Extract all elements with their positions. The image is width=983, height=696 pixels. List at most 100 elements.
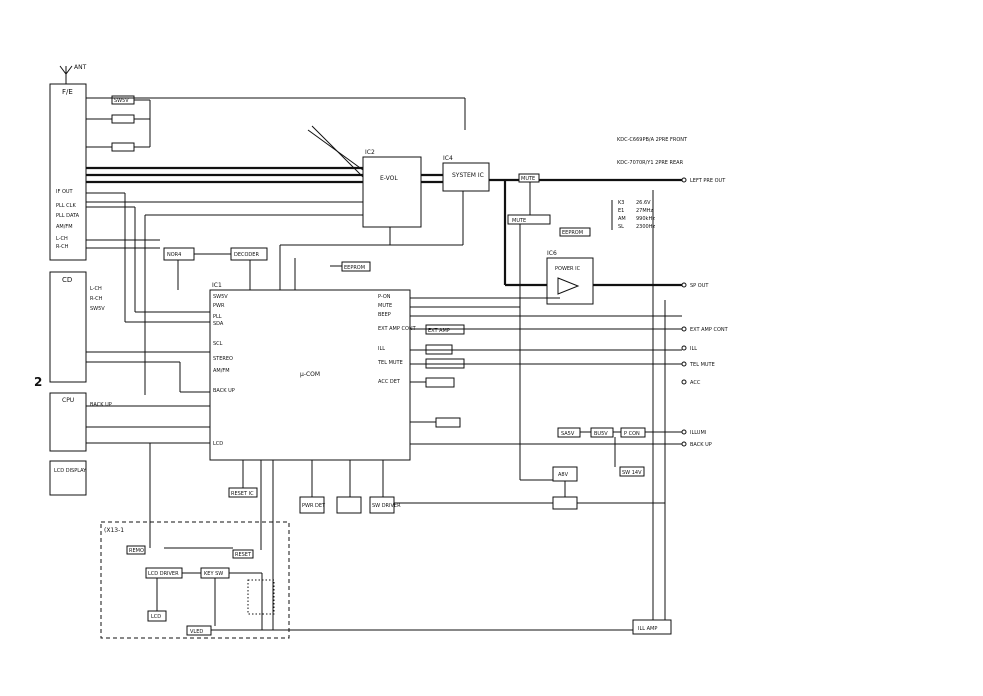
svg-text:AM/FM: AM/FM: [56, 224, 73, 230]
svg-text:KEY SW: KEY SW: [204, 571, 223, 577]
main-mcu-label: µ-COM: [300, 371, 320, 378]
svg-text:P-ON: P-ON: [378, 294, 391, 300]
sa5v-box: SA5V: [557, 427, 581, 438]
svg-text:TEL MUTE: TEL MUTE: [377, 360, 403, 366]
ill-det-box: [435, 417, 461, 428]
svg-text:SW5V: SW5V: [90, 306, 105, 312]
svg-text:SW 14V: SW 14V: [622, 470, 642, 476]
legend-row-0: KDC-C669PB/A 2PRE FRONT: [617, 137, 688, 143]
svg-text:RESET: RESET: [235, 552, 252, 558]
led-group: [247, 579, 275, 615]
svg-text:PLL CLK: PLL CLK: [56, 203, 76, 209]
cpu-key-title: CPU: [62, 397, 74, 404]
amplifier-triangle-icon: [557, 277, 580, 295]
svg-text:ILL: ILL: [378, 346, 385, 352]
display-block: LCD DISPLAY: [49, 460, 87, 496]
svg-text:SW5V: SW5V: [213, 294, 228, 300]
fe-title: F/E: [62, 88, 73, 96]
sw14v-box: SW 14V: [619, 466, 645, 477]
nor4-box: NOR4: [163, 247, 195, 261]
svg-text:STEREO: STEREO: [213, 356, 233, 362]
bu5v-box: BU5V: [590, 427, 614, 438]
p-con-box: P CON: [620, 427, 646, 438]
svg-text:A8V: A8V: [558, 472, 569, 478]
eeprom-right-box: EEPROM: [559, 227, 591, 237]
reset-ic-box: RESET IC: [228, 487, 258, 498]
power-ic-label: POWER IC: [555, 266, 581, 272]
output-sp-out: SP OUT: [690, 283, 709, 289]
e-vol-title: IC2: [365, 149, 375, 156]
svg-text:L-CH: L-CH: [56, 236, 68, 242]
svg-text:BU5V: BU5V: [594, 431, 608, 437]
e-vol-label: E-VOL: [380, 175, 398, 182]
svg-text:AM/FM: AM/FM: [213, 368, 230, 374]
svg-text:SL: SL: [618, 224, 624, 230]
pwr-det-box: PWR DET: [299, 496, 326, 514]
svg-text:REMO: REMO: [129, 548, 144, 554]
svg-text:EEPROM: EEPROM: [344, 265, 365, 271]
e-vol-block: IC2 E-VOL: [362, 149, 422, 228]
svg-text:SW5V: SW5V: [114, 98, 129, 104]
eeprom-box: EEPROM: [341, 261, 371, 272]
svg-text:DECODER: DECODER: [234, 252, 259, 258]
svg-text:ACC DET: ACC DET: [378, 379, 401, 385]
svg-text:PLL DATA: PLL DATA: [56, 213, 80, 219]
cpu-key-block: CPU BACK UP: [49, 392, 112, 452]
cd-block: CD L-CH R-CH SW5V: [49, 271, 105, 383]
cd-title: CD: [62, 276, 72, 284]
system-ic-label: SYSTEM IC: [452, 172, 484, 179]
antenna-label: ANT: [74, 64, 87, 71]
system-ic-block: IC4 SYSTEM IC: [442, 155, 490, 192]
sw-driver-box: SW DRIVER: [369, 496, 401, 514]
main-mcu-block: IC1 µ-COM SW5V PWR PLL SDA SCL STEREO AM…: [209, 282, 417, 461]
output-tel-mute: TEL MUTE: [689, 362, 715, 368]
svg-text:R-CH: R-CH: [90, 296, 103, 302]
svg-text:PLL: PLL: [213, 314, 222, 320]
bu5v-small-box: [111, 142, 135, 152]
x13-block: (X13-1 REMO RESET LCD DRIVER KEY SW LCD …: [100, 521, 290, 639]
svg-text:RESET IC: RESET IC: [231, 491, 254, 497]
a8v-box: A8V: [552, 466, 578, 482]
svg-text:MUTE: MUTE: [512, 218, 526, 224]
svg-text:BACK UP: BACK UP: [90, 402, 112, 408]
svg-text:ILL AMP: ILL AMP: [638, 626, 657, 632]
svg-text:PWR DET: PWR DET: [302, 503, 326, 509]
mute-drive-box: MUTE: [507, 214, 551, 225]
output-left-pre-out: LEFT PRE OUT: [690, 178, 726, 184]
main-mcu-title: IC1: [212, 282, 222, 289]
svg-text:R-CH: R-CH: [56, 244, 69, 250]
svg-text:L-CH: L-CH: [90, 286, 102, 292]
output-ill: ILL: [690, 346, 697, 352]
system-ic-title: IC4: [443, 155, 453, 162]
ill-amp-box: ILL AMP: [632, 619, 672, 635]
power-ic-title: IC6: [547, 250, 557, 257]
svg-text:P CON: P CON: [624, 431, 640, 437]
remo-box: [126, 545, 146, 555]
output-back-up: BACK UP: [690, 442, 712, 448]
svg-text:SDA: SDA: [213, 321, 224, 327]
svg-text:SCL: SCL: [213, 341, 223, 347]
output-illumi: ILLUMI: [690, 430, 706, 436]
page-number: 2: [34, 375, 42, 389]
legend-row-1: KDC-7070R/Y1 2PRE REAR: [617, 160, 684, 166]
output-acc: ACC: [690, 380, 701, 386]
output-ext-amp-cont: EXT AMP CONT: [690, 327, 729, 333]
svg-text:EXT AMP CONT: EXT AMP CONT: [378, 326, 417, 332]
svg-text:EXT AMP: EXT AMP: [428, 328, 450, 334]
svg-text:EEPROM: EEPROM: [562, 230, 583, 236]
reset-button-box[interactable]: [232, 549, 254, 559]
svg-text:VLED: VLED: [190, 629, 203, 635]
mute-box: MUTE: [518, 173, 540, 183]
dram-box: [111, 114, 135, 124]
svg-text:NOR4: NOR4: [167, 252, 181, 258]
fe-block: F/E IF OUT PLL CLK PLL DATA AM/FM L-CH R…: [49, 83, 87, 261]
wiring: [86, 97, 682, 631]
svg-text:LCD: LCD: [213, 441, 223, 447]
svg-text:K3: K3: [618, 200, 624, 206]
svg-text:BACK UP: BACK UP: [213, 388, 235, 394]
svg-text:PWR: PWR: [213, 303, 225, 309]
svg-text:MUTE: MUTE: [521, 176, 535, 182]
svg-text:990kHz: 990kHz: [636, 216, 655, 222]
